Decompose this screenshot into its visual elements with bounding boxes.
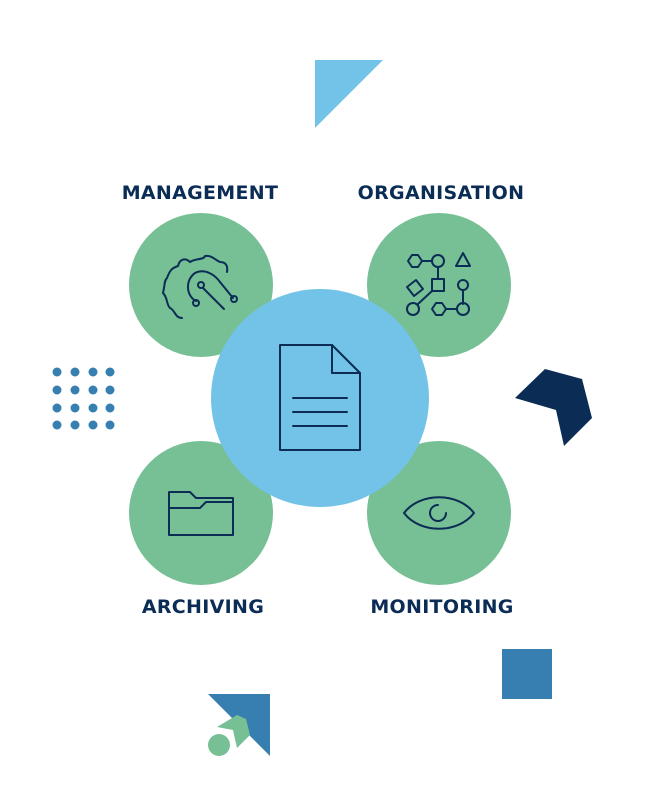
decor-triangle-top xyxy=(315,60,383,128)
archiving-circle xyxy=(129,441,273,585)
label-management: MANAGEMENT xyxy=(122,182,279,204)
decor-square xyxy=(502,649,552,699)
monitoring-circle xyxy=(367,441,511,585)
decor-arrow-green xyxy=(217,715,250,748)
decor-arrow-navy xyxy=(515,369,592,446)
label-monitoring: MONITORING xyxy=(370,596,513,618)
label-organisation: ORGANISATION xyxy=(358,182,525,204)
gear-circuit-icon xyxy=(162,254,238,319)
label-archiving: ARCHIVING xyxy=(142,596,264,618)
decor-dot-grid xyxy=(52,367,115,430)
eye-icon xyxy=(403,496,475,530)
management-circle xyxy=(129,213,273,357)
organisation-circle xyxy=(367,213,511,357)
document-icon xyxy=(279,344,361,451)
folder-icon xyxy=(168,491,234,536)
decor-dot-green xyxy=(208,734,230,756)
workflow-shapes-icon xyxy=(406,252,471,316)
